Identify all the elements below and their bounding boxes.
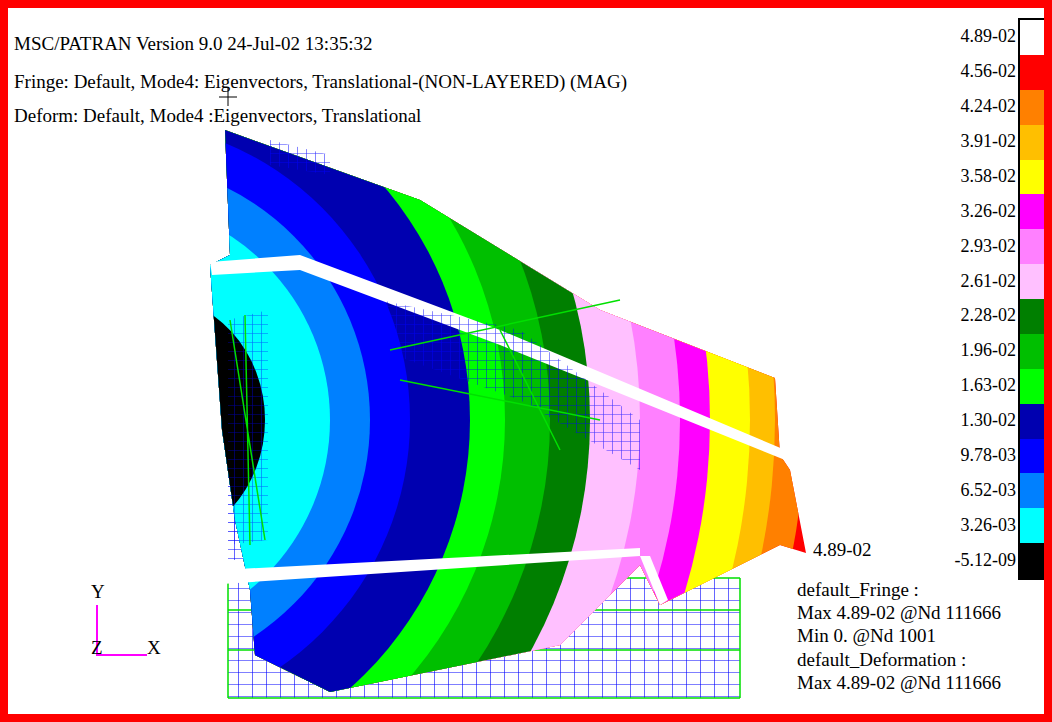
legend-swatch [1020, 20, 1046, 55]
legend-swatch [1020, 439, 1046, 474]
axis-triad [97, 605, 147, 655]
result-summary: Min 0. @Nd 1001 [797, 626, 936, 647]
max-marker: 4.89-02 [813, 540, 872, 561]
legend-swatch [1020, 264, 1046, 299]
legend-swatch [1020, 334, 1046, 369]
legend-value: 4.24-02 [961, 97, 1017, 117]
sheet-gap [220, 548, 640, 584]
legend-value: 3.58-02 [961, 167, 1017, 187]
axis-label: Y [91, 582, 105, 603]
legend-value: 6.52-03 [961, 481, 1017, 501]
legend-value: 2.61-02 [961, 272, 1017, 292]
plot-header: Deform: Default, Mode4 :Eigenvectors, Tr… [14, 106, 421, 127]
legend-swatch [1020, 90, 1046, 125]
legend-value: 3.91-02 [961, 132, 1017, 152]
legend-value: 1.30-02 [961, 411, 1017, 431]
deformed-mesh [380, 300, 640, 470]
legend-value: 3.26-03 [961, 516, 1017, 536]
result-summary: Max 4.89-02 @Nd 111666 [797, 673, 1001, 694]
legend-value: 4.89-02 [961, 27, 1017, 47]
result-summary: Max 4.89-02 @Nd 111666 [797, 603, 1001, 624]
result-summary: default_Deformation : [797, 650, 966, 671]
plot-header: MSC/PATRAN Version 9.0 24-Jul-02 13:35:3… [14, 34, 372, 55]
legend-swatch [1020, 473, 1046, 508]
legend-value: 4.56-02 [961, 62, 1017, 82]
legend-value: 2.28-02 [961, 306, 1017, 326]
legend-swatch [1020, 229, 1046, 264]
legend-value: -5.12-09 [955, 551, 1017, 571]
legend-swatch [1020, 194, 1046, 229]
result-summary: default_Fringe : [797, 580, 919, 601]
legend-swatch [1020, 125, 1046, 160]
legend-swatch [1020, 55, 1046, 90]
legend-value: 1.96-02 [961, 341, 1017, 361]
legend-swatch [1020, 369, 1046, 404]
legend-swatch [1020, 299, 1046, 334]
legend-swatch [1020, 508, 1046, 543]
legend-value: 2.93-02 [961, 237, 1017, 257]
legend-swatch [1020, 404, 1046, 439]
legend-swatch [1020, 543, 1046, 578]
fringe-bands [0, 0, 1010, 722]
legend-value: 1.63-02 [961, 376, 1017, 396]
legend-swatch [1020, 160, 1046, 195]
axis-label: X [147, 638, 161, 659]
color-bar-outline [1019, 19, 1047, 579]
legend-value: 9.78-03 [961, 446, 1017, 466]
axis-label: Z [91, 638, 103, 659]
plot-header: Fringe: Default, Mode4: Eigenvectors, Tr… [14, 72, 627, 93]
legend-value: 3.26-02 [961, 202, 1017, 222]
